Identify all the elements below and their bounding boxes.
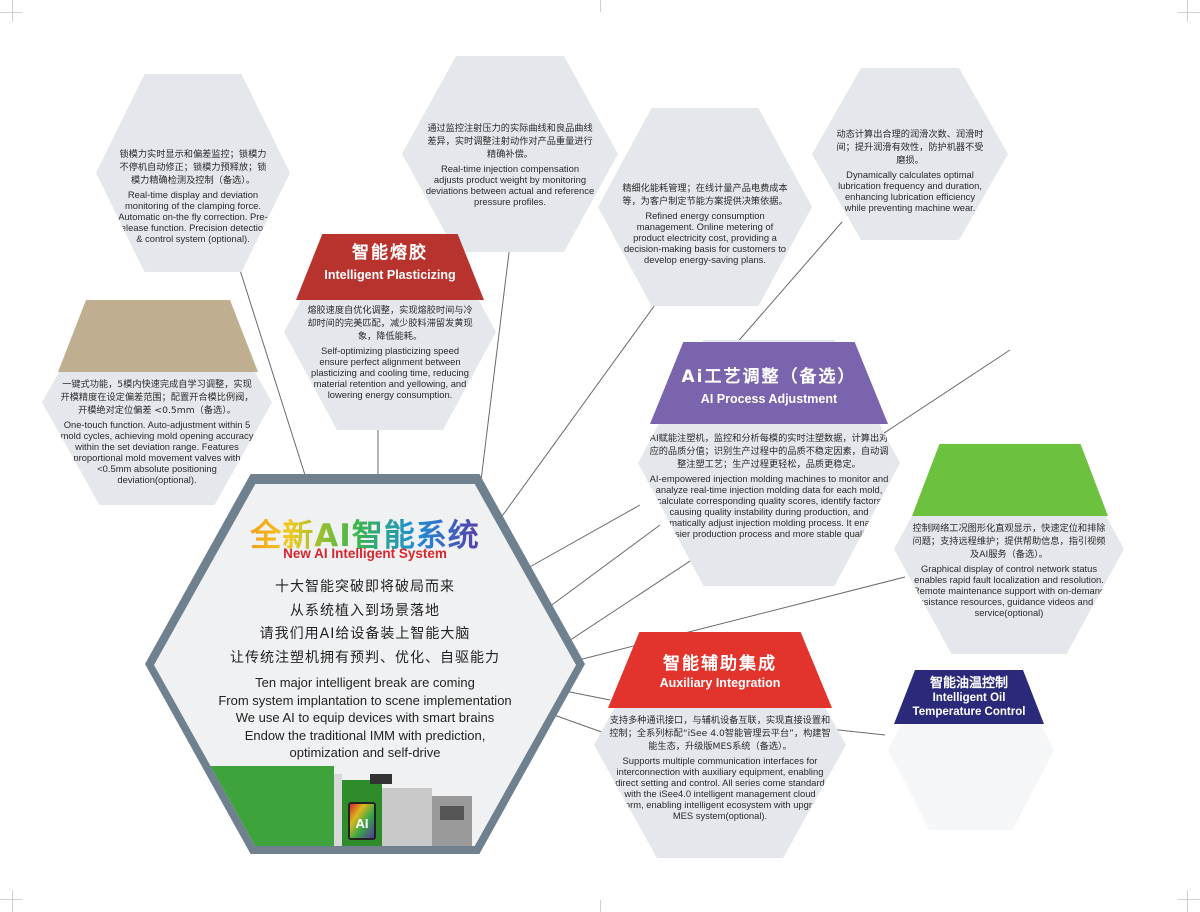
center-en-line: We use AI to equip devices with smart br… bbox=[235, 710, 495, 725]
network-display-cap bbox=[912, 444, 1108, 516]
process-title-en: AI Process Adjustment bbox=[700, 392, 838, 406]
ai-badge: AI bbox=[356, 816, 369, 831]
center-title: 全新AI智能系统 bbox=[154, 510, 576, 555]
mold-cn-text: 一键式功能，5模内快速完成自学习调整，实现开模精度在设定偏差范围；配置开合模比例… bbox=[60, 379, 254, 416]
plasticizing-title-en: Intelligent Plasticizing bbox=[324, 268, 456, 282]
center-en-lines: Ten major intelligent break are coming F… bbox=[154, 674, 576, 762]
center-hex: 全新AI智能系统 New AI Intelligent System 十大智能突… bbox=[154, 484, 576, 846]
plasticizing-en-text: Self-optimizing plasticizing speed ensur… bbox=[311, 345, 469, 400]
lubrication-en-text: Dynamically calculates optimal lubricati… bbox=[838, 169, 982, 213]
oil-title-cn: 智能油温控制 bbox=[929, 676, 1008, 691]
mold-en-text: One-touch function. Auto-adjustment with… bbox=[60, 419, 254, 485]
center-subtitle: New AI Intelligent System bbox=[283, 546, 447, 561]
auxiliary-title-cn: 智能辅助集成 bbox=[663, 654, 777, 674]
network-cn-text: 控制网络工况图形化直观显示，快速定位和排除问题；支持远程维护；提供帮助信息，指引… bbox=[912, 523, 1106, 560]
oil-ribbon: 智能油温控制 Intelligent Oil Temperature Contr… bbox=[894, 670, 1044, 724]
lubrication-cn-text: 动态计算出合理的润滑次数、润滑时间；提升润滑有效性，防护机器不受磨损。 bbox=[836, 129, 984, 166]
clamping-en-text: Real-time display and deviation monitori… bbox=[117, 189, 269, 244]
center-cn-line: 请我们用AI给设备装上智能大脑 bbox=[259, 626, 471, 642]
clamping-cn-text: 锁模力实时显示和偏差监控；锁模力不停机自动修正；锁模力预释放；锁模力精确检测及控… bbox=[119, 149, 267, 186]
auxiliary-title-en: Auxiliary Integration bbox=[659, 676, 781, 690]
process-en-text: AI-empowered injection molding machines … bbox=[649, 473, 889, 539]
network-en-text: Graphical display of control network sta… bbox=[912, 563, 1106, 618]
center-cn-line: 让传统注塑机拥有预判、优化、自驱能力 bbox=[230, 649, 500, 666]
auxiliary-ribbon: 智能辅助集成 Auxiliary Integration bbox=[608, 632, 832, 708]
plasticizing-ribbon: 智能熔胶 Intelligent Plasticizing bbox=[296, 234, 484, 300]
auxiliary-cn-text: 支持多种通讯接口，与辅机设备互联，实现直接设置和控制；全系列标配“iSee 4.… bbox=[609, 715, 831, 752]
energy-management-panel: 精细化能耗管理；在线计量产品电费成本等，为客户制定节能方案提供决策依据。 Ref… bbox=[598, 108, 812, 306]
center-en-line: Endow the traditional IMM with predictio… bbox=[244, 727, 486, 743]
center-cn-line: 十大智能突破即将破局而来 bbox=[275, 579, 455, 595]
plasticizing-cn-text: 熔胶速度自优化调整，实现熔胶时间与冷却时间的完美匹配，减少胶料滞留发黄现象，降低… bbox=[307, 305, 473, 342]
injection-cn-text: 通过监控注射压力的实际曲线和良品曲线差异，实时调整注射动作对产品重量进行精确补偿… bbox=[427, 123, 593, 160]
center-en-line: optimization and self-drive bbox=[289, 745, 441, 760]
center-cn-lines: 十大智能突破即将破局而来 从系统植入到场景落地 请我们用AI给设备装上智能大脑 … bbox=[154, 576, 576, 670]
energy-cn-text: 精细化能耗管理；在线计量产品电费成本等，为客户制定节能方案提供决策依据。 bbox=[622, 183, 788, 207]
lubrication-panel: 动态计算出合理的润滑次数、润滑时间；提升润滑有效性，防护机器不受磨损。 Dyna… bbox=[812, 68, 1008, 240]
process-cn-text: AI赋能注塑机，监控和分析每模的实时注塑数据，计算出对应的品质分值；识别生产过程… bbox=[649, 433, 889, 470]
injection-en-text: Real-time injection compensation adjusts… bbox=[425, 163, 595, 207]
oil-title-en: Intelligent Oil Temperature Control bbox=[912, 692, 1026, 718]
auxiliary-en-text: Supports multiple communication interfac… bbox=[607, 755, 833, 821]
process-title-cn: Ai工艺调整（备选） bbox=[681, 367, 857, 387]
mold-opening-cap bbox=[58, 300, 258, 372]
process-ribbon: Ai工艺调整（备选） AI Process Adjustment bbox=[650, 342, 888, 424]
center-en-line: From system implantation to scene implem… bbox=[218, 692, 512, 708]
center-cn-line: 从系统植入到场景落地 bbox=[290, 602, 440, 619]
center-en-line: Ten major intelligent break are coming bbox=[255, 675, 475, 690]
plasticizing-title-cn: 智能熔胶 bbox=[352, 243, 428, 263]
energy-en-text: Refined energy consumption management. O… bbox=[623, 210, 787, 265]
